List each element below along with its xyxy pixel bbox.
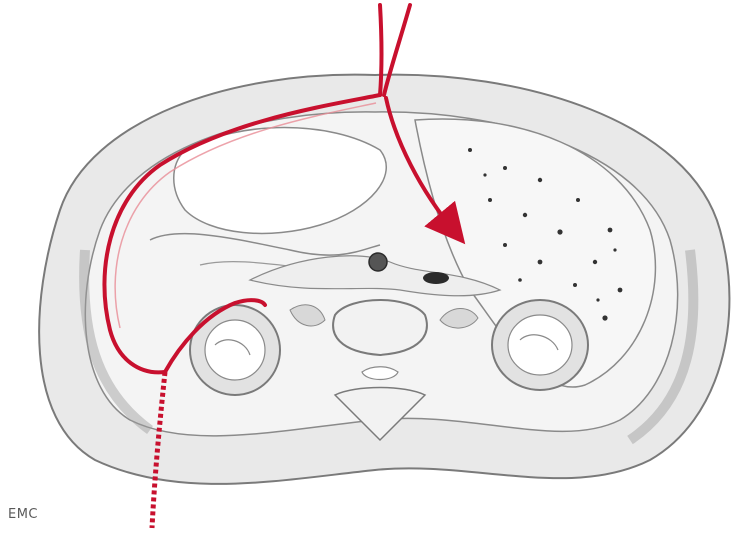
vertebral-body bbox=[333, 300, 427, 355]
aorta bbox=[369, 253, 387, 271]
spinal-canal bbox=[362, 367, 398, 380]
inferior-vena-cava bbox=[423, 272, 449, 284]
watermark-text: EMC bbox=[8, 507, 38, 522]
red-path-top-entry bbox=[380, 5, 382, 95]
right-kidney bbox=[492, 300, 588, 390]
left-kidney bbox=[190, 305, 280, 395]
